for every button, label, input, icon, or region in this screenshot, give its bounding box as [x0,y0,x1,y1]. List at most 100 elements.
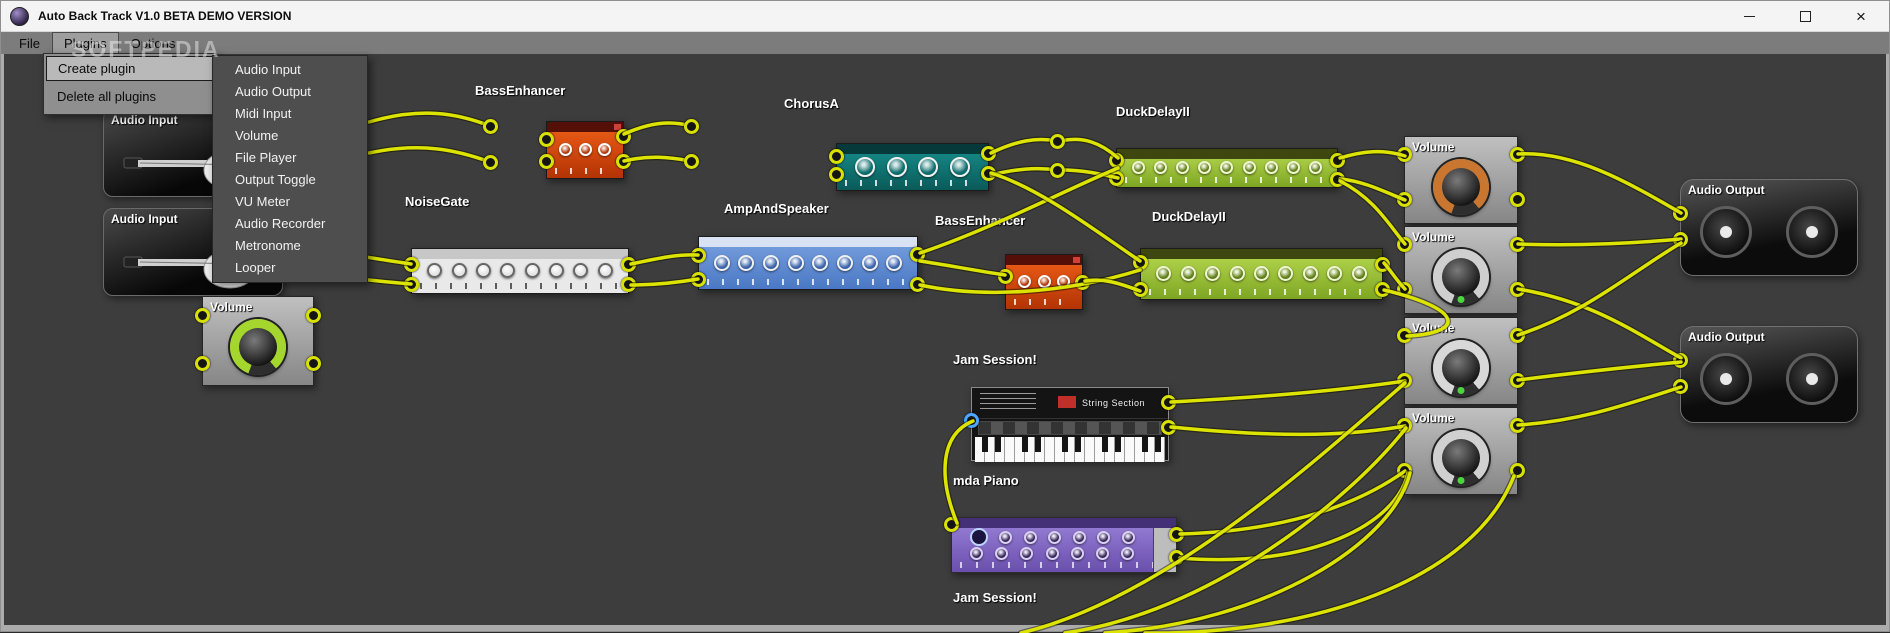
minimize-button[interactable] [1721,1,1777,31]
knob[interactable] [1121,530,1135,544]
knob[interactable] [1220,161,1234,174]
volume-knob[interactable] [1433,249,1489,305]
knob[interactable] [1120,547,1134,560]
knob[interactable] [1242,161,1256,174]
knob[interactable] [1072,530,1086,544]
input-port[interactable] [195,307,210,323]
close-button[interactable]: × [1856,6,1866,26]
knob[interactable] [836,254,853,271]
patch-port[interactable] [483,155,498,170]
input-port[interactable] [1397,237,1412,253]
input-port[interactable] [1397,462,1412,478]
input-port[interactable] [404,277,419,293]
submenu-item-audio-output[interactable]: Audio Output [235,84,311,99]
maximize-button[interactable] [1777,1,1833,31]
knob[interactable] [950,156,971,177]
knob[interactable] [1156,266,1172,281]
knob[interactable] [995,547,1009,560]
knob[interactable] [970,547,984,560]
output-port[interactable] [1075,275,1090,290]
input-port[interactable] [1397,191,1412,207]
knob[interactable] [1327,266,1343,281]
knob[interactable] [559,143,573,156]
knob[interactable] [861,254,878,271]
knob[interactable] [524,263,540,278]
output-port[interactable] [1375,257,1390,272]
menu-plugins[interactable]: Plugins [51,32,119,54]
knob[interactable] [1097,530,1110,544]
node-bass-enhancer-1[interactable] [539,121,631,179]
menu-item-create-plugin[interactable]: Create plugin [46,56,214,81]
knob[interactable] [1023,530,1037,544]
menu-options[interactable]: Options [130,35,176,51]
knob[interactable] [1048,530,1061,544]
input-port[interactable] [691,271,706,287]
knob[interactable] [597,143,611,156]
menu-file[interactable]: File [19,35,40,51]
node-volume-4[interactable]: Volume [1397,407,1525,495]
output-port[interactable] [1510,281,1525,297]
knob[interactable] [1095,547,1109,560]
input-port[interactable] [1397,328,1412,344]
output-port[interactable] [306,356,321,371]
input-port[interactable] [1109,170,1124,186]
knob[interactable] [1308,161,1322,174]
submenu-item-output-toggle[interactable]: Output Toggle [235,172,316,187]
selected-port[interactable] [964,413,979,429]
output-port[interactable] [1161,419,1176,435]
knob[interactable] [1176,161,1190,174]
knob[interactable] [1302,266,1318,281]
knob[interactable] [999,530,1012,544]
knob[interactable] [1020,547,1034,560]
knob[interactable] [1198,161,1212,174]
knob[interactable] [886,254,903,271]
output-port[interactable] [1510,462,1525,478]
knob[interactable] [578,143,592,156]
input-port[interactable] [1397,281,1412,297]
output-port[interactable] [621,256,636,272]
knob[interactable] [475,263,491,278]
input-port[interactable] [998,268,1013,284]
node-volume-3[interactable]: Volume [1397,317,1525,405]
volume-knob[interactable] [230,319,286,375]
submenu-item-file-player[interactable]: File Player [235,150,297,165]
patch-port[interactable] [684,119,699,134]
knob[interactable] [597,263,613,278]
input-port[interactable] [1133,254,1148,270]
input-port[interactable] [1673,378,1688,394]
node-jam-session-strings[interactable]: String Section [964,387,1176,462]
knob[interactable] [451,263,467,278]
output-port[interactable] [616,129,631,144]
knob[interactable] [918,156,939,177]
knob[interactable] [787,254,804,271]
output-port[interactable] [1510,372,1525,388]
submenu-item-audio-input[interactable]: Audio Input [235,62,301,77]
knob[interactable] [812,254,829,271]
node-duck-delay-1[interactable] [1109,148,1345,188]
knob[interactable] [713,254,730,271]
output-port[interactable] [910,276,925,292]
input-port[interactable] [1673,231,1688,247]
submenu-item-volume[interactable]: Volume [235,128,279,143]
input-port[interactable] [829,166,844,182]
patch-port[interactable] [1050,163,1065,178]
node-volume-1[interactable]: Volume [1397,136,1525,224]
knob[interactable] [1264,161,1278,174]
knob[interactable] [1056,275,1070,288]
node-volume-left[interactable]: Volume [195,296,321,386]
knob[interactable] [854,156,875,177]
input-port[interactable] [1133,282,1148,297]
knob[interactable] [1351,266,1367,281]
knob[interactable] [500,263,516,278]
input-port[interactable] [1397,147,1412,163]
input-port[interactable] [1397,418,1412,434]
knob[interactable] [738,254,755,271]
knob[interactable] [427,263,443,278]
input-port[interactable] [539,131,554,147]
volume-knob[interactable] [1433,340,1489,396]
knob[interactable] [1037,275,1051,288]
knob[interactable] [762,254,779,271]
knob[interactable] [1180,266,1196,281]
node-duck-delay-2[interactable] [1133,248,1390,300]
node-volume-2[interactable]: Volume [1397,226,1525,314]
